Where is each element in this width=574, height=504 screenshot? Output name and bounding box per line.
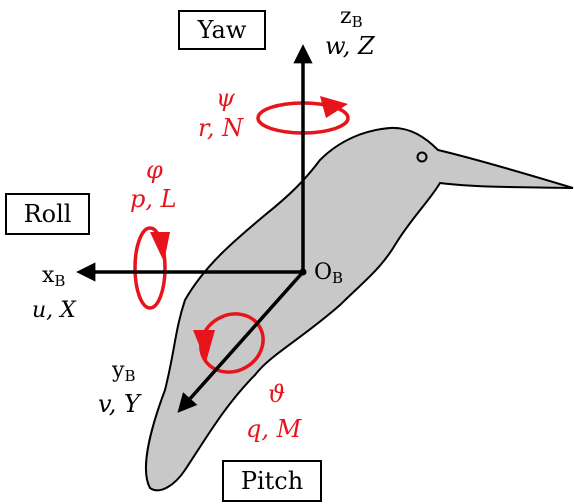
yaw-label-box: Yaw [178, 10, 266, 50]
pitch-label: Pitch [240, 467, 304, 495]
bird-eye [416, 151, 428, 163]
roll-label-box: Roll [5, 193, 90, 235]
z-axis-vars: w, Z [325, 32, 375, 60]
pitch-rotation-loop [199, 312, 265, 374]
roll-angle-symbol: φ [146, 156, 163, 184]
pitch-label-box: Pitch [222, 460, 322, 502]
yaw-angle-symbol: ψ [216, 84, 235, 112]
y-axis-arrow [177, 270, 305, 413]
x-axis-vars: u, X [32, 298, 76, 323]
y-axis-name: yB [112, 358, 136, 385]
roll-rotation-loop [133, 226, 167, 310]
origin-label: OB [314, 260, 344, 287]
roll-label: Roll [23, 200, 72, 228]
bird-body [144, 126, 574, 492]
z-axis-name: zB [340, 4, 363, 31]
x-axis-name: xB [42, 263, 66, 290]
pitch-rotation-vars: q, M [246, 415, 302, 443]
pitch-angle-symbol: ϑ [268, 380, 286, 408]
origin-point [299, 268, 307, 276]
y-axis-vars: v, Y [98, 390, 140, 418]
yaw-rotation-vars: r, N [198, 114, 244, 142]
roll-rotation-vars: p, L [130, 185, 177, 213]
yaw-label: Yaw [197, 16, 247, 44]
